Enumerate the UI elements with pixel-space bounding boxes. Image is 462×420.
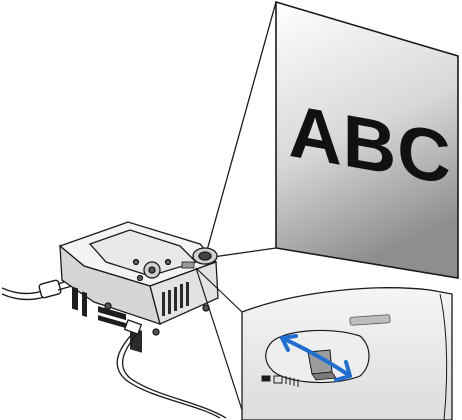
projector-body bbox=[60, 222, 218, 353]
power-cord bbox=[2, 280, 72, 300]
callout-lines bbox=[196, 268, 242, 410]
projection-screen: ABC bbox=[276, 2, 458, 278]
projection-beam bbox=[206, 2, 276, 258]
zoom-lever-small bbox=[182, 262, 194, 268]
lens bbox=[193, 248, 217, 264]
zoom-callout-panel bbox=[242, 288, 452, 420]
